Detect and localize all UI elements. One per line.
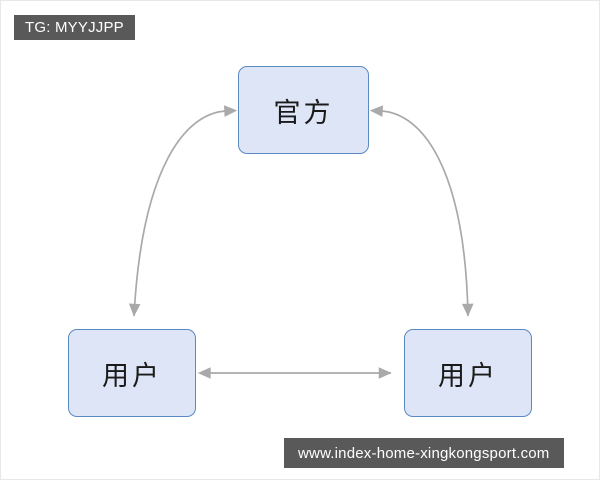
- node-user-left-label: 用户: [102, 360, 162, 392]
- website-watermark-text: www.index-home-xingkongsport.com: [298, 444, 550, 462]
- website-watermark-badge: www.index-home-xingkongsport.com: [284, 438, 564, 468]
- node-user-right-label: 用户: [438, 360, 498, 392]
- edge-official-user-right: [369, 105, 474, 317]
- telegram-watermark-text: TG: MYYJJPP: [25, 19, 124, 36]
- node-user-right[interactable]: 用户: [404, 329, 532, 417]
- node-official-label: 官方: [273, 97, 334, 129]
- node-user-left[interactable]: 用户: [68, 329, 196, 417]
- node-official[interactable]: 官方: [238, 66, 369, 154]
- telegram-watermark-badge: TG: MYYJJPP: [14, 15, 135, 40]
- edge-official-user-left: [128, 105, 238, 317]
